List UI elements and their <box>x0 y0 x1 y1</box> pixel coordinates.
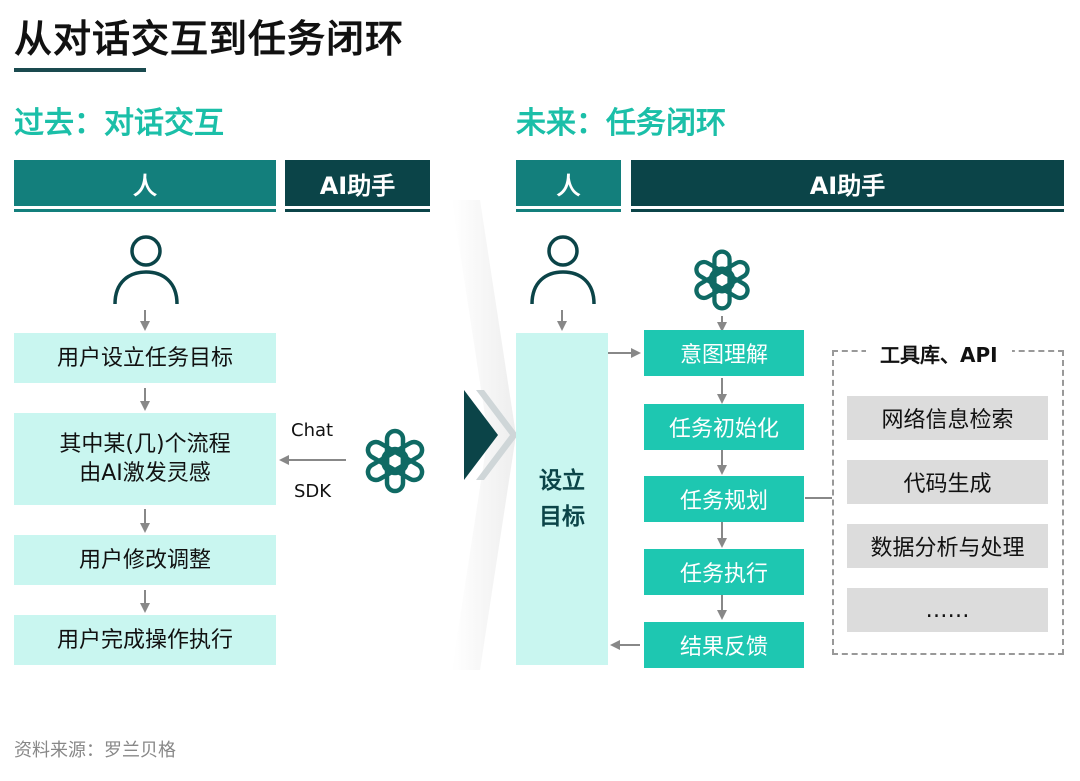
future-header-person: 人 <box>516 160 621 206</box>
page-title: 从对话交互到任务闭环 <box>14 17 405 61</box>
sdk-label: SDK <box>294 481 332 502</box>
tool-item: 数据分析与处理 <box>847 524 1048 568</box>
past-header-ai: AI助手 <box>285 160 430 206</box>
future-step-feedback: 结果反馈 <box>644 622 804 668</box>
title-underline <box>14 68 146 72</box>
tool-item: 代码生成 <box>847 460 1048 504</box>
past-heading: 过去：对话交互 <box>14 106 224 141</box>
chat-label: Chat <box>291 420 334 441</box>
openai-knot-icon <box>365 428 425 494</box>
past-step-2: 其中某(几)个流程 由AI激发灵感 <box>14 413 276 505</box>
tools-title: 工具库、API <box>866 339 1012 368</box>
chevron-right-icon <box>452 200 518 670</box>
future-heading: 未来：任务闭环 <box>516 106 726 141</box>
past-header-person-underline <box>14 209 276 212</box>
future-step-plan: 任务规划 <box>644 476 804 522</box>
future-header-ai-underline <box>631 209 1064 212</box>
past-header-person: 人 <box>14 160 276 206</box>
tool-item: …… <box>847 588 1048 632</box>
future-header-ai: AI助手 <box>631 160 1064 206</box>
future-header-person-underline <box>516 209 621 212</box>
past-step-4: 用户完成操作执行 <box>14 615 276 665</box>
source-note: 资料来源：罗兰贝格 <box>14 740 176 761</box>
goal-box: 设立 目标 <box>516 333 608 665</box>
person-outline-icon <box>530 235 596 305</box>
person-outline-icon <box>113 235 179 305</box>
past-step-3: 用户修改调整 <box>14 535 276 585</box>
openai-knot-icon <box>694 249 750 311</box>
tool-item: 网络信息检索 <box>847 396 1048 440</box>
future-step-init: 任务初始化 <box>644 404 804 450</box>
future-step-exec: 任务执行 <box>644 549 804 595</box>
past-header-ai-underline <box>285 209 430 212</box>
past-step-1: 用户设立任务目标 <box>14 333 276 383</box>
future-step-intent: 意图理解 <box>644 330 804 376</box>
